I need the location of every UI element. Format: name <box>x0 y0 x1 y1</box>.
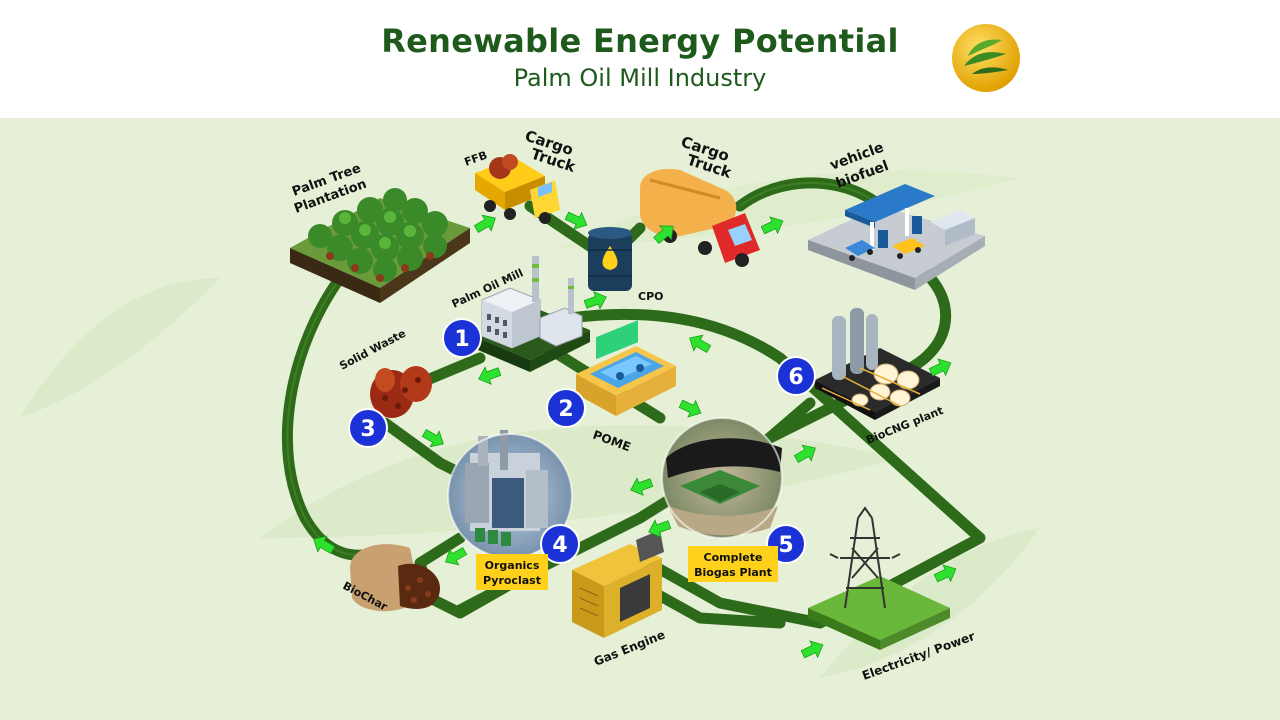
pome-pond-icon <box>576 320 676 416</box>
tag-biogas: Complete Biogas Plant <box>688 546 778 582</box>
svg-text:5: 5 <box>778 533 793 558</box>
energy-flow-diagram: 1 2 3 4 5 6 <box>0 118 1280 720</box>
step-badge-3: 3 <box>348 408 388 448</box>
header: Renewable Energy Potential Palm Oil Mill… <box>0 0 1280 118</box>
path-engine-electricity <box>649 587 786 629</box>
step-badge-4: 4 <box>540 524 580 564</box>
svg-text:4: 4 <box>552 533 567 558</box>
path-mill-electricity <box>564 308 986 629</box>
svg-text:Pyroclast: Pyroclast <box>483 574 541 587</box>
step-badge-1: 1 <box>442 318 482 358</box>
step-badge-2: 2 <box>546 388 586 428</box>
biochar-bag-icon <box>350 544 440 612</box>
step-badge-6: 6 <box>776 356 816 396</box>
biogas-plant-icon <box>661 417 783 539</box>
gas-engine-icon <box>572 530 664 638</box>
fuel-station-icon <box>808 184 985 290</box>
page-subtitle: Palm Oil Mill Industry <box>513 64 767 92</box>
page-title: Renewable Energy Potential <box>381 22 899 60</box>
palm-plantation-icon <box>290 188 470 303</box>
svg-text:Biogas Plant: Biogas Plant <box>694 566 772 579</box>
svg-text:Complete: Complete <box>704 551 763 564</box>
pyroclast-plant-icon <box>447 430 573 559</box>
svg-text:3: 3 <box>360 417 375 442</box>
svg-text:6: 6 <box>788 365 803 390</box>
power-tower-icon <box>808 506 950 650</box>
svg-text:2: 2 <box>558 397 573 422</box>
svg-text:1: 1 <box>454 327 469 352</box>
cpo-barrel-icon <box>588 227 632 291</box>
background-swoosh <box>20 278 220 418</box>
palm-oil-mill-icon <box>478 256 590 372</box>
step-badges: 1 2 3 4 5 6 <box>348 318 816 564</box>
biocng-plant-icon <box>815 308 940 420</box>
leaf-logo-icon <box>952 24 1020 92</box>
ffb-truck-icon <box>475 154 560 224</box>
tag-pyroclast: Organics Pyroclast <box>476 554 548 590</box>
label-cpo: CPO <box>638 290 664 303</box>
tanker-truck-icon <box>640 168 760 267</box>
solid-waste-icon <box>370 366 432 418</box>
svg-text:Organics: Organics <box>485 559 540 572</box>
